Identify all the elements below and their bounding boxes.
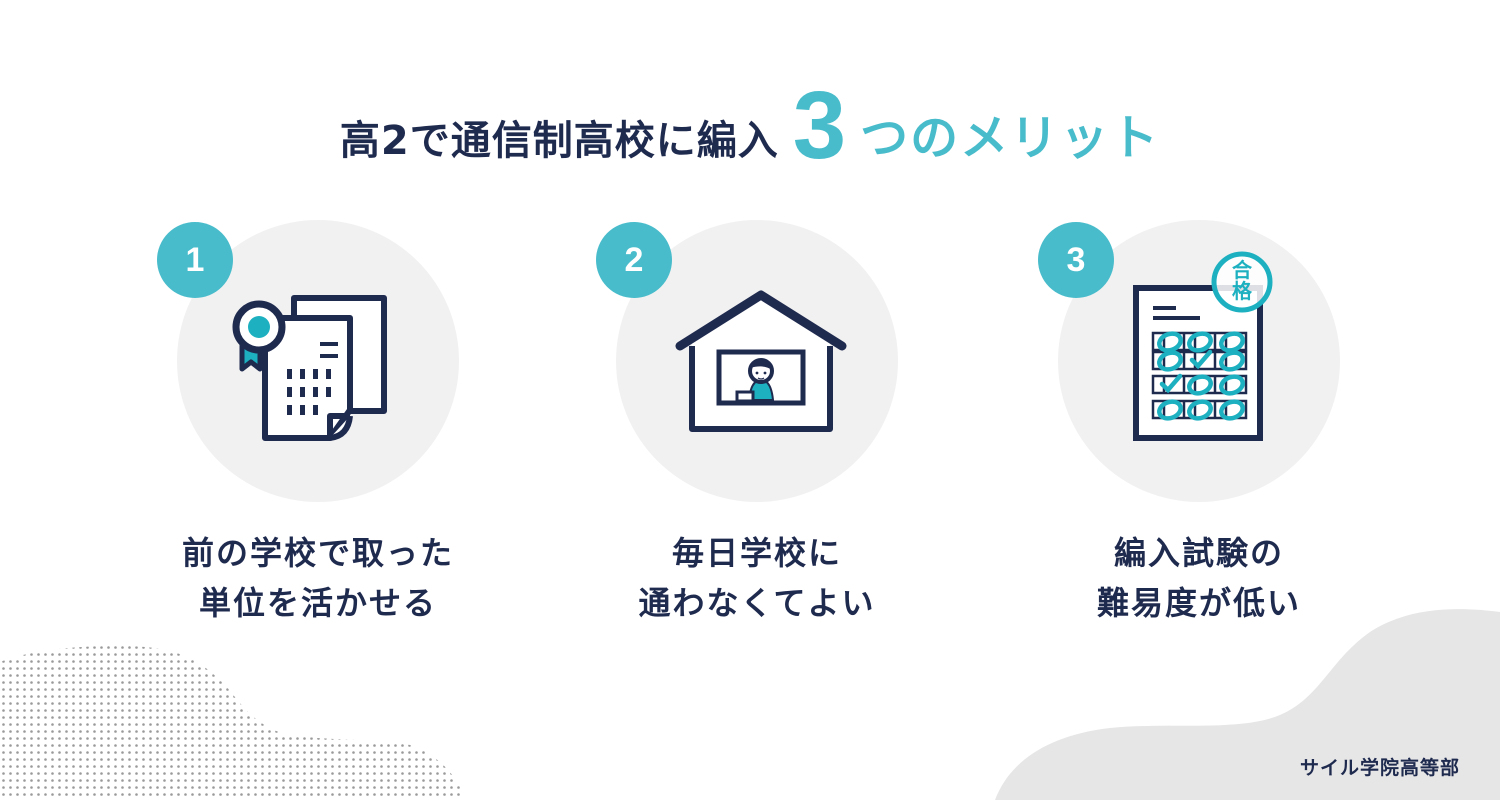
caption-line-2: 難易度が低い bbox=[1096, 584, 1301, 622]
stamp-char-2: 格 bbox=[1232, 279, 1252, 303]
caption-line-2: 通わなくてよい bbox=[638, 584, 876, 622]
caption-line-2: 単位を活かせる bbox=[198, 584, 437, 622]
title-prefix: 高2で通信制高校に編入 bbox=[339, 118, 779, 164]
title-number: 3 bbox=[792, 72, 847, 179]
merit-number-badge: 3 bbox=[1038, 222, 1114, 298]
page-title: 高2で通信制高校に編入 3 つのメリット bbox=[0, 78, 1500, 174]
merit-card-3: 3 bbox=[1038, 220, 1340, 622]
merit-number-badge: 2 bbox=[596, 222, 672, 298]
merit-card-2: 2 毎日学校に 通わなくてよい bbox=[596, 220, 898, 622]
brand-name: サイル学院高等部 bbox=[1299, 757, 1460, 779]
merit-card-1: 1 前の学校で取った 単位を活かせる bbox=[157, 220, 459, 622]
title-suffix: つのメリット bbox=[860, 110, 1161, 166]
merit-caption: 前の学校で取った 単位を活かせる bbox=[157, 528, 479, 628]
caption-line-1: 前の学校で取った bbox=[181, 534, 454, 572]
caption-line-1: 毎日学校に bbox=[671, 534, 842, 572]
certificate-document-icon bbox=[232, 295, 387, 441]
merit-caption: 毎日学校に 通わなくてよい bbox=[596, 528, 918, 628]
merit-number-badge: 1 bbox=[157, 222, 233, 298]
exam-sheet-pass-icon bbox=[1133, 251, 1273, 441]
stamp-char-1: 合 bbox=[1232, 258, 1252, 282]
merit-caption: 編入試験の 難易度が低い bbox=[1038, 528, 1360, 628]
house-study-icon bbox=[675, 290, 847, 432]
caption-line-1: 編入試験の bbox=[1113, 534, 1284, 572]
pass-stamp: 合 格 bbox=[1228, 260, 1256, 302]
